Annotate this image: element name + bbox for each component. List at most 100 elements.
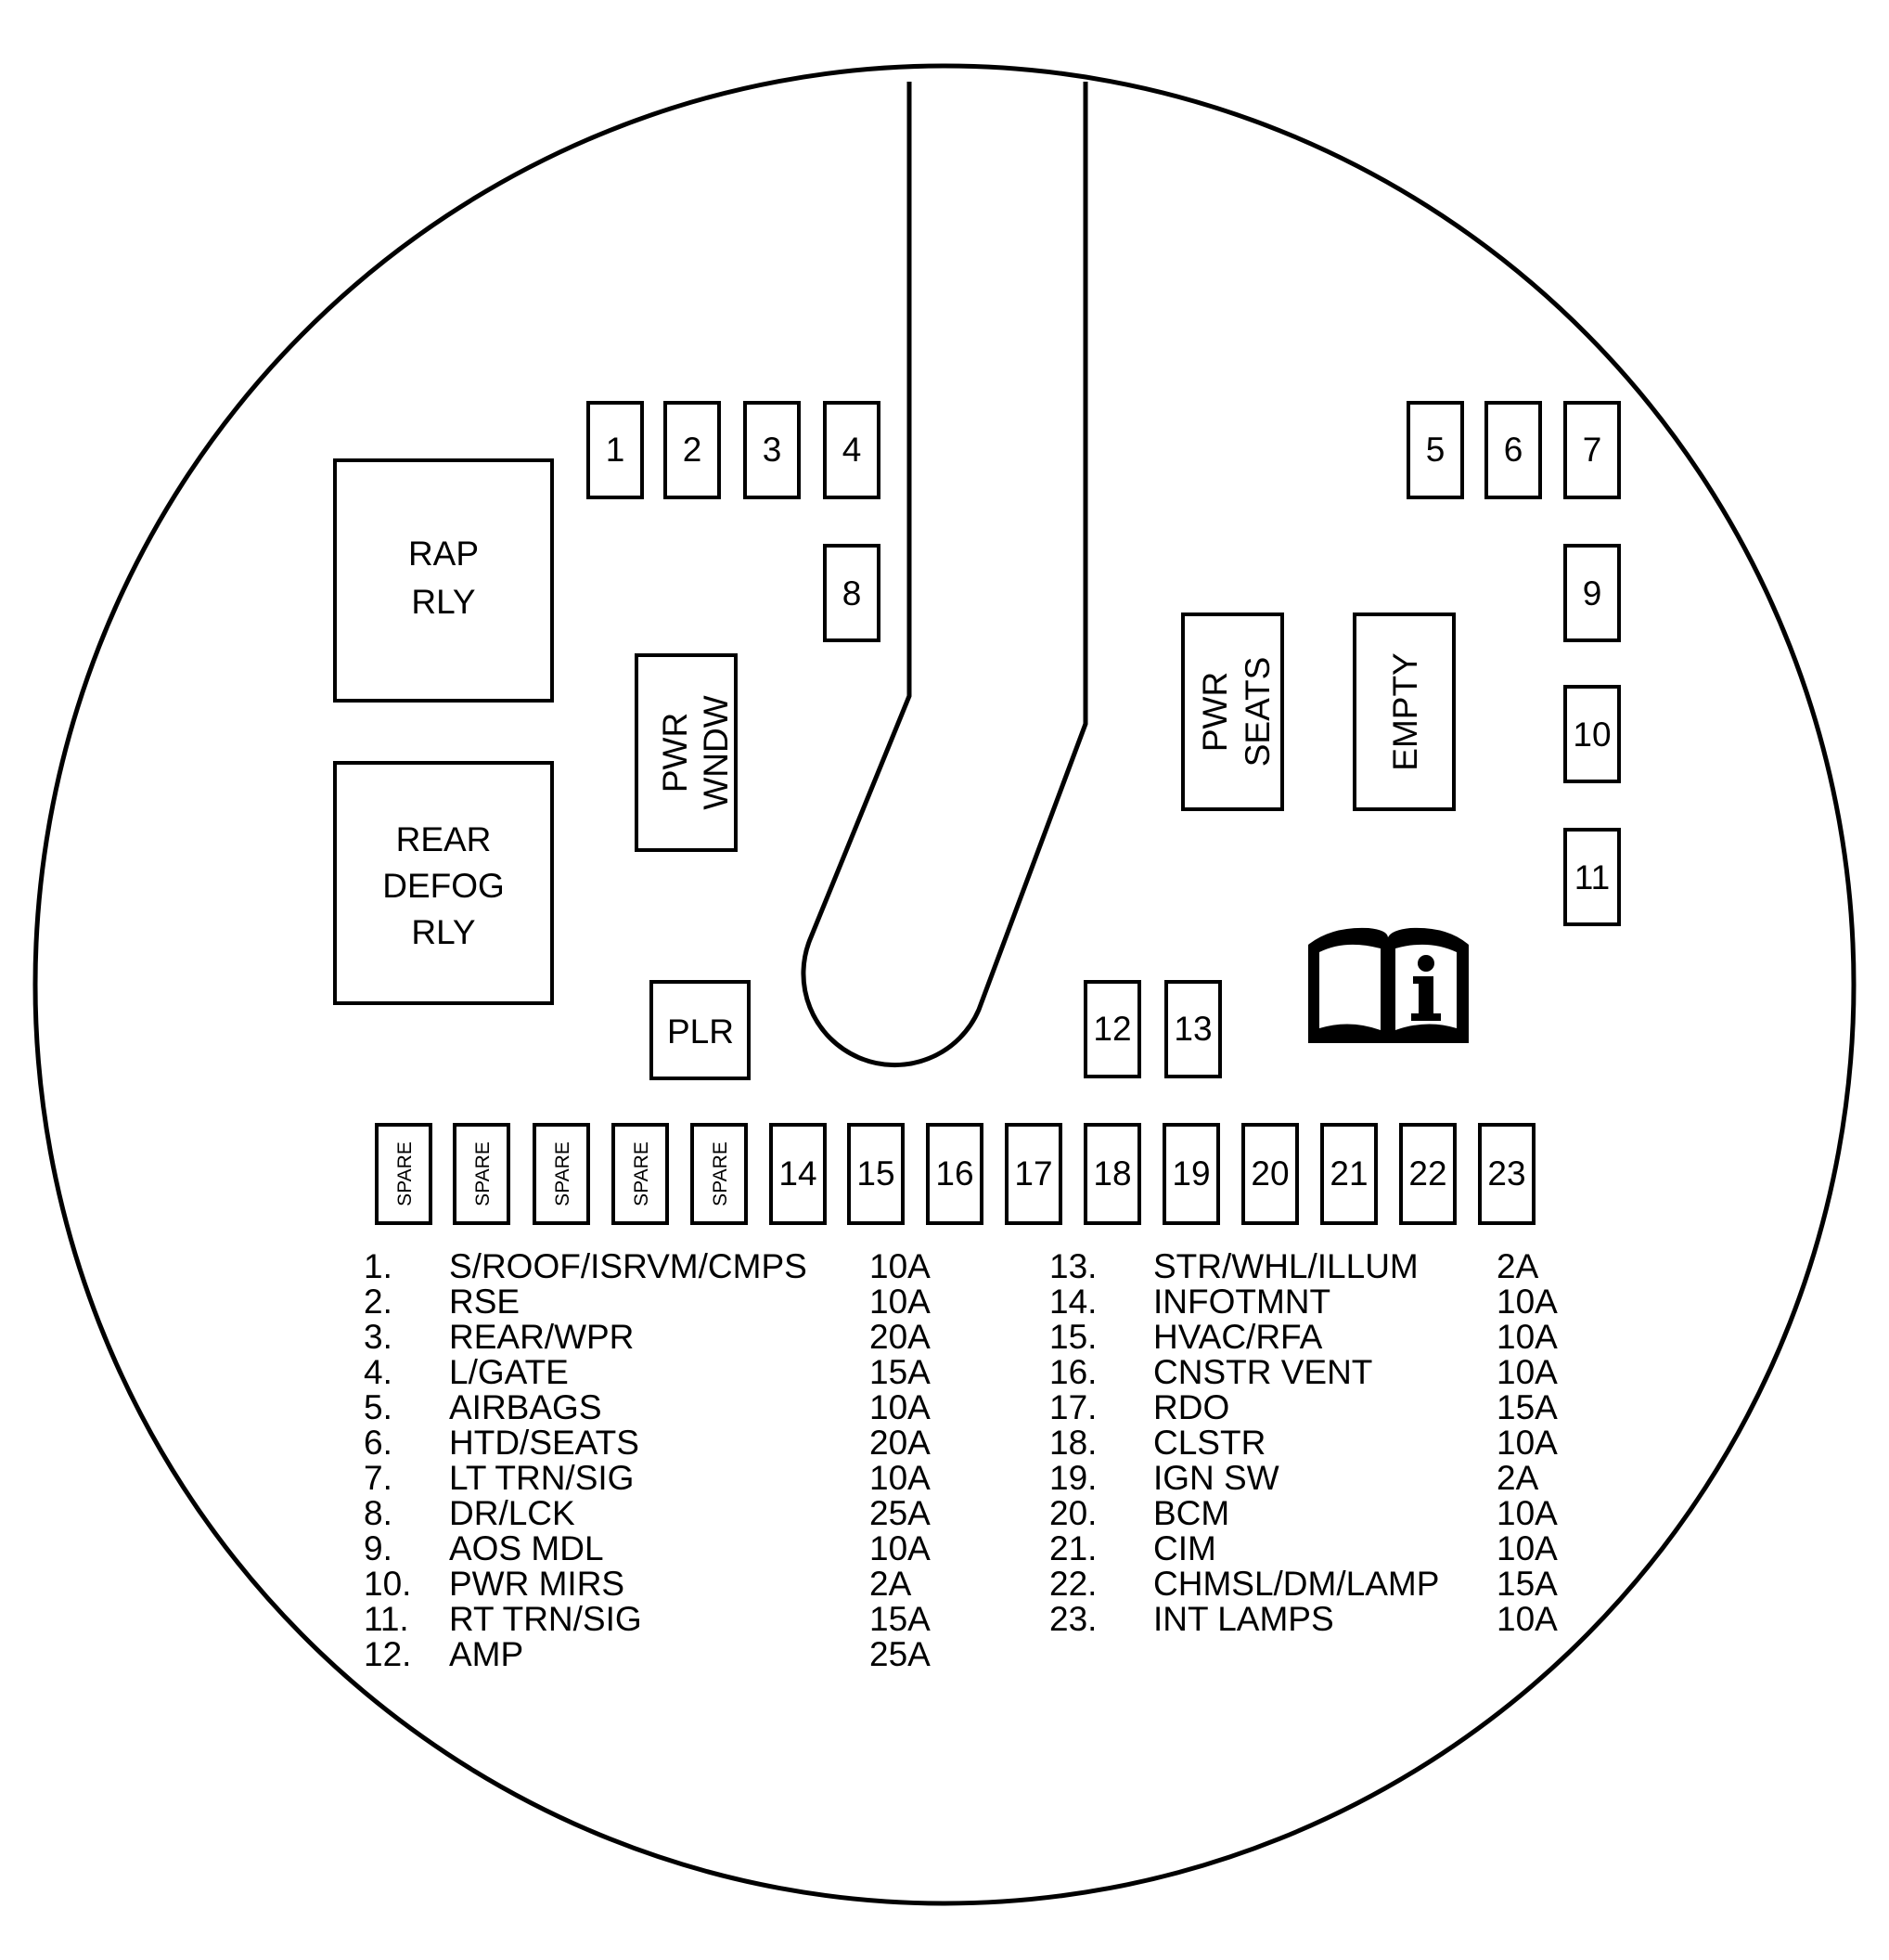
legend-fuse-number: 19.	[1049, 1459, 1098, 1497]
legend-circuit-name: PWR MIRS	[449, 1565, 625, 1603]
spare-fuse-2: SPARE	[453, 1123, 510, 1225]
legend-amperage: 25A	[869, 1494, 931, 1532]
svg-text:17: 17	[1014, 1154, 1052, 1193]
svg-text:WNDW: WNDW	[697, 695, 735, 809]
svg-text:RAP: RAP	[408, 535, 479, 573]
svg-text:RLY: RLY	[411, 583, 475, 621]
legend-amperage: 10A	[869, 1283, 931, 1321]
legend-circuit-name: DR/LCK	[449, 1494, 575, 1532]
legend-circuit-name: RSE	[449, 1283, 520, 1321]
legend-fuse-number: 17.	[1049, 1388, 1098, 1426]
legend-fuse-number: 12.	[364, 1635, 412, 1673]
fuse-18: 18	[1084, 1123, 1141, 1225]
svg-text:18: 18	[1093, 1154, 1131, 1193]
legend-row: 8. DR/LCK 25A	[364, 1496, 976, 1531]
legend-fuse-number: 6.	[364, 1424, 392, 1462]
svg-text:12: 12	[1093, 1010, 1131, 1048]
legend-circuit-name: REAR/WPR	[449, 1318, 635, 1356]
legend-circuit-name: HVAC/RFA	[1153, 1318, 1323, 1356]
svg-text:9: 9	[1583, 574, 1602, 612]
legend-fuse-number: 23.	[1049, 1600, 1098, 1638]
legend-circuit-name: AMP	[449, 1635, 524, 1673]
legend-circuit-name: INFOTMNT	[1153, 1283, 1331, 1321]
fuse-19: 19	[1163, 1123, 1220, 1225]
legend-fuse-number: 8.	[364, 1494, 392, 1532]
fuse-22: 22	[1399, 1123, 1457, 1225]
legend-amperage: 20A	[869, 1424, 931, 1462]
svg-text:21: 21	[1330, 1154, 1368, 1193]
legend-circuit-name: RT TRN/SIG	[449, 1600, 642, 1638]
fuse-9: 9	[1563, 544, 1621, 642]
fuse-7: 7	[1563, 401, 1621, 499]
legend-fuse-number: 2.	[364, 1283, 392, 1321]
legend-circuit-name: L/GATE	[449, 1353, 569, 1391]
legend-fuse-number: 22.	[1049, 1565, 1098, 1603]
legend-row: 10. PWR MIRS 2A	[364, 1567, 976, 1602]
svg-text:3: 3	[763, 431, 782, 469]
legend-circuit-name: HTD/SEATS	[449, 1424, 639, 1462]
legend-amperage: 10A	[1497, 1353, 1558, 1391]
legend-fuse-number: 16.	[1049, 1353, 1098, 1391]
legend-fuse-number: 3.	[364, 1318, 392, 1356]
svg-text:14: 14	[778, 1154, 816, 1193]
spare-fuse-5: SPARE	[690, 1123, 748, 1225]
legend-fuse-number: 11.	[364, 1600, 409, 1638]
svg-text:SPARE: SPARE	[394, 1141, 416, 1206]
svg-text:SPARE: SPARE	[472, 1141, 494, 1206]
center-slot	[801, 82, 1088, 1068]
fuse-5: 5	[1407, 401, 1464, 499]
legend-fuse-number: 21.	[1049, 1529, 1098, 1567]
legend-circuit-name: RDO	[1153, 1388, 1230, 1426]
owner-manual-info-icon	[1308, 927, 1469, 1043]
svg-text:REAR: REAR	[396, 820, 492, 858]
svg-text:2: 2	[683, 431, 702, 469]
svg-text:8: 8	[842, 574, 862, 612]
svg-text:19: 19	[1172, 1154, 1210, 1193]
empty-relay-slot: EMPTY	[1353, 612, 1456, 811]
svg-text:1: 1	[606, 431, 625, 469]
fuse-10: 10	[1563, 685, 1621, 783]
svg-text:SPARE: SPARE	[710, 1141, 731, 1206]
svg-text:15: 15	[856, 1154, 894, 1193]
legend-amperage: 15A	[1497, 1388, 1558, 1426]
svg-text:7: 7	[1583, 431, 1602, 469]
fuse-11: 11	[1563, 828, 1621, 926]
svg-text:SEATS: SEATS	[1239, 657, 1277, 767]
legend-circuit-name: AOS MDL	[449, 1529, 604, 1567]
legend-fuse-number: 7.	[364, 1459, 392, 1497]
fuse-17: 17	[1005, 1123, 1062, 1225]
legend-circuit-name: INT LAMPS	[1153, 1600, 1334, 1638]
legend-amperage: 15A	[869, 1353, 931, 1391]
legend-fuse-number: 1.	[364, 1247, 392, 1285]
legend-fuse-number: 5.	[364, 1388, 392, 1426]
fuse-13: 13	[1164, 980, 1222, 1078]
fuse-12: 12	[1084, 980, 1141, 1078]
legend-circuit-name: BCM	[1153, 1494, 1230, 1532]
legend-fuse-number: 13.	[1049, 1247, 1098, 1285]
fuse-16: 16	[926, 1123, 983, 1225]
legend-fuse-number: 10.	[364, 1565, 412, 1603]
legend-amperage: 10A	[1497, 1283, 1558, 1321]
legend-circuit-name: LT TRN/SIG	[449, 1459, 635, 1497]
legend-amperage: 2A	[869, 1565, 912, 1603]
fuse-2: 2	[663, 401, 721, 499]
legend-amperage: 10A	[869, 1388, 931, 1426]
legend-row: 2. RSE 10A	[364, 1284, 976, 1320]
fuse-21: 21	[1320, 1123, 1378, 1225]
legend-fuse-number: 20.	[1049, 1494, 1098, 1532]
legend-amperage: 10A	[1497, 1318, 1558, 1356]
fuse-15: 15	[847, 1123, 905, 1225]
